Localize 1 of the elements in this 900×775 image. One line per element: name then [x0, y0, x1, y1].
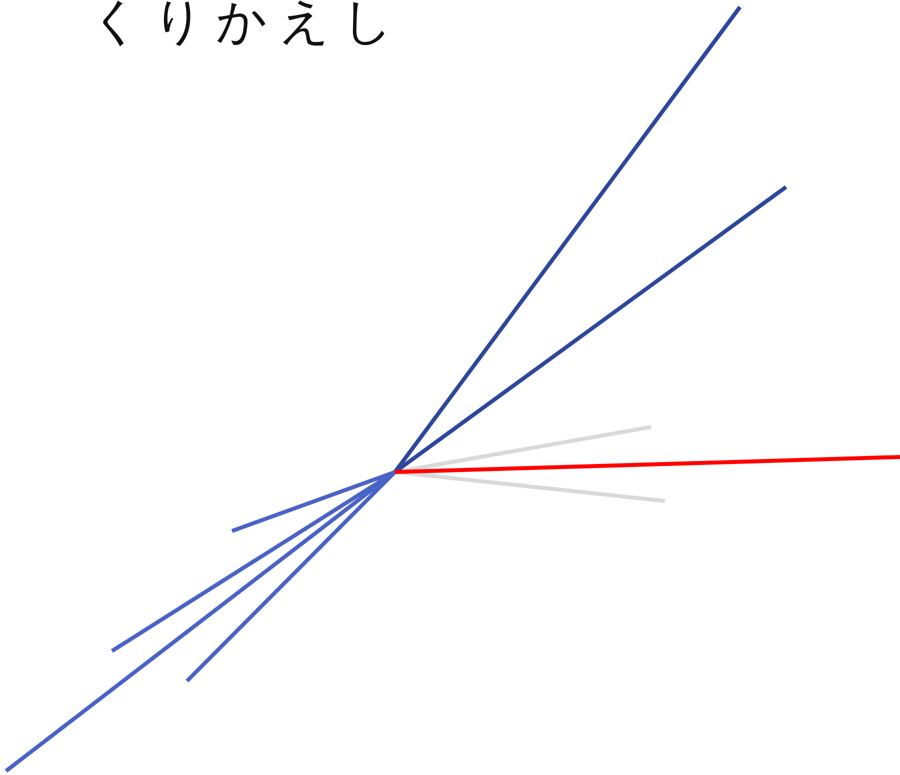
heading-text: くりかえし [90, 0, 405, 49]
